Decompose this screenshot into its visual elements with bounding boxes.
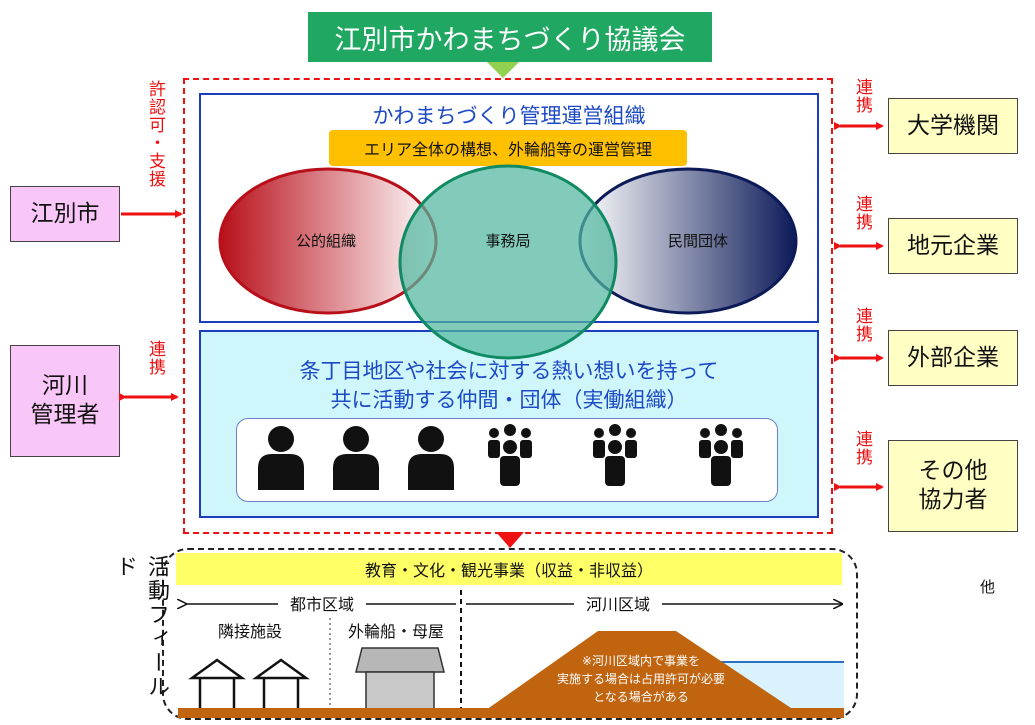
other-collaborator-box: その他 協力者 [888,440,1018,532]
link-label-local: 連携 [852,195,872,231]
main-building-icon [355,647,445,711]
group-icon [593,424,637,486]
link-label-external: 連携 [852,307,872,343]
down-arrow-icon [496,532,524,548]
other-box-line1: その他 [918,458,988,485]
ground [178,708,844,718]
adjacent-facility-label: 隣接施設 [218,622,282,641]
arrow-down-icon [487,62,519,78]
secretariat-circle [398,164,618,360]
city-area-label: 都市区域 [290,595,354,614]
river-box-line2: 管理者 [30,402,100,428]
note-line1: ※河川区域内で事業を [582,654,700,668]
river-manager-box: 河川 管理者 [10,345,120,457]
paddle-ship-label: 外輪船・母屋 [348,622,444,641]
working-org-line2: 共に活動する仲間・団体（実働組織） [330,388,688,412]
group-icon [488,424,532,486]
management-org-title: かわまちづくり管理運営組織 [372,104,646,128]
person-icon [333,426,379,490]
link-label-other: 連携 [852,430,872,466]
local-company-box: 地元企業 [888,218,1018,274]
activity-field-frame [162,548,858,720]
person-icon [258,426,304,490]
right-arrows [834,122,884,491]
permission-support-label: 許認可・支援 [145,80,165,188]
left-arrows [119,210,183,401]
note-line3: となる場合がある [593,689,689,704]
private-org-label: 民間団体 [668,232,728,250]
other-text: 他 [980,578,996,596]
area-indicators: 都市区域 河川区域 [186,590,842,712]
activity-band: 教育・文化・観光事業（収益・非収益） [176,553,842,585]
member-icons [258,424,743,490]
group-icon [699,424,743,486]
house-icons [188,658,310,708]
river-area-label: 河川区域 [586,595,650,614]
river-link-label: 連携 [145,340,165,376]
management-scope-band: エリア全体の構想、外輪船等の運営管理 [329,130,687,166]
river-box-line1: 河川 [42,373,88,400]
public-org-label: 公的組織 [296,232,356,250]
working-org-line1: 条丁目地区や社会に対する熱い想いを持って [299,359,719,383]
secretariat-label: 事務局 [485,232,530,250]
activity-field-label: 活動フィールド [112,555,169,699]
council-title: 江別市かわまちづくり協議会 [308,12,712,62]
venn-diagram: 公的組織 事務局 民間団体 [218,164,798,360]
link-label-university: 連携 [852,78,872,114]
city-box: 江別市 [10,186,120,242]
note-line2: 実施する場合は占用許可が必要 [557,671,725,686]
other-box-line2: 協力者 [918,487,988,513]
external-company-box: 外部企業 [888,330,1018,386]
university-box: 大学機関 [888,98,1018,154]
person-icon [408,426,454,490]
embankment [486,631,794,710]
